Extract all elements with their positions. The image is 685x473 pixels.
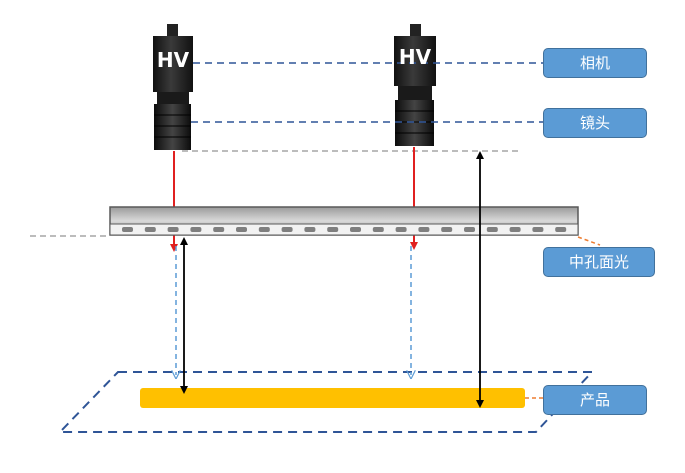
- led-dot: [395, 227, 407, 232]
- led-dot: [418, 227, 430, 232]
- led-row: [122, 227, 567, 232]
- led-dot: [486, 227, 498, 232]
- led-dot: [258, 227, 270, 232]
- led-dot: [555, 227, 567, 232]
- led-dot: [213, 227, 225, 232]
- led-dot: [167, 227, 179, 232]
- led-dot: [441, 227, 453, 232]
- led-dot: [350, 227, 361, 232]
- led-dot: [304, 227, 316, 232]
- led-dot: [144, 227, 156, 232]
- led-dot: [509, 227, 521, 232]
- led-dot: [236, 227, 247, 232]
- camera-2-brand: HV: [398, 45, 432, 69]
- product-label: 产品: [543, 385, 647, 415]
- light-leader-line: [577, 236, 601, 246]
- light-label: 中孔面光: [543, 247, 655, 277]
- led-dot: [464, 227, 475, 232]
- led-dot: [327, 227, 339, 232]
- led-dot: [281, 227, 293, 232]
- coaxial-light: [109, 206, 579, 236]
- product-plane: [57, 371, 595, 433]
- led-dot: [532, 227, 544, 232]
- camera-1-brand: HV: [156, 48, 190, 72]
- lens-label: 镜头: [543, 108, 647, 138]
- camera-label: 相机: [543, 48, 647, 78]
- camera-2: [394, 24, 436, 146]
- camera-1: [153, 24, 193, 150]
- product-bar: [140, 388, 525, 408]
- led-dot: [190, 227, 202, 232]
- led-dot: [122, 227, 133, 232]
- led-dot: [372, 227, 384, 232]
